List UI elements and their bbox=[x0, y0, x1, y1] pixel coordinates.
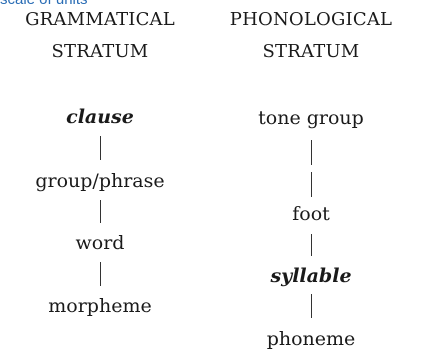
phonological-connector-4 bbox=[310, 294, 312, 318]
grammatical-unit-word: word bbox=[75, 232, 125, 254]
phonological-unit-foot: foot bbox=[292, 203, 330, 225]
phonological-heading-line2: STRATUM bbox=[262, 41, 360, 62]
grammatical-connector-1 bbox=[99, 136, 101, 160]
grammatical-heading-line2: STRATUM bbox=[51, 41, 149, 62]
phonological-connector-2 bbox=[310, 172, 312, 197]
grammatical-connector-2 bbox=[99, 200, 101, 223]
phonological-connector-3 bbox=[310, 234, 312, 256]
grammatical-connector-3 bbox=[99, 262, 101, 286]
phonological-unit-tone-group: tone group bbox=[258, 107, 364, 129]
phonological-unit-syllable: syllable bbox=[270, 265, 352, 287]
grammatical-unit-group-phrase: group/phrase bbox=[35, 170, 165, 192]
phonological-heading-line1: PHONOLOGICAL bbox=[229, 9, 393, 30]
top-fragment-label: scale of units bbox=[0, 0, 88, 8]
grammatical-unit-morpheme: morpheme bbox=[48, 295, 152, 317]
phonological-connector-1 bbox=[310, 140, 312, 165]
grammatical-heading-line1: GRAMMATICAL bbox=[25, 9, 175, 30]
phonological-unit-phoneme: phoneme bbox=[266, 328, 356, 350]
grammatical-unit-clause: clause bbox=[66, 106, 134, 128]
